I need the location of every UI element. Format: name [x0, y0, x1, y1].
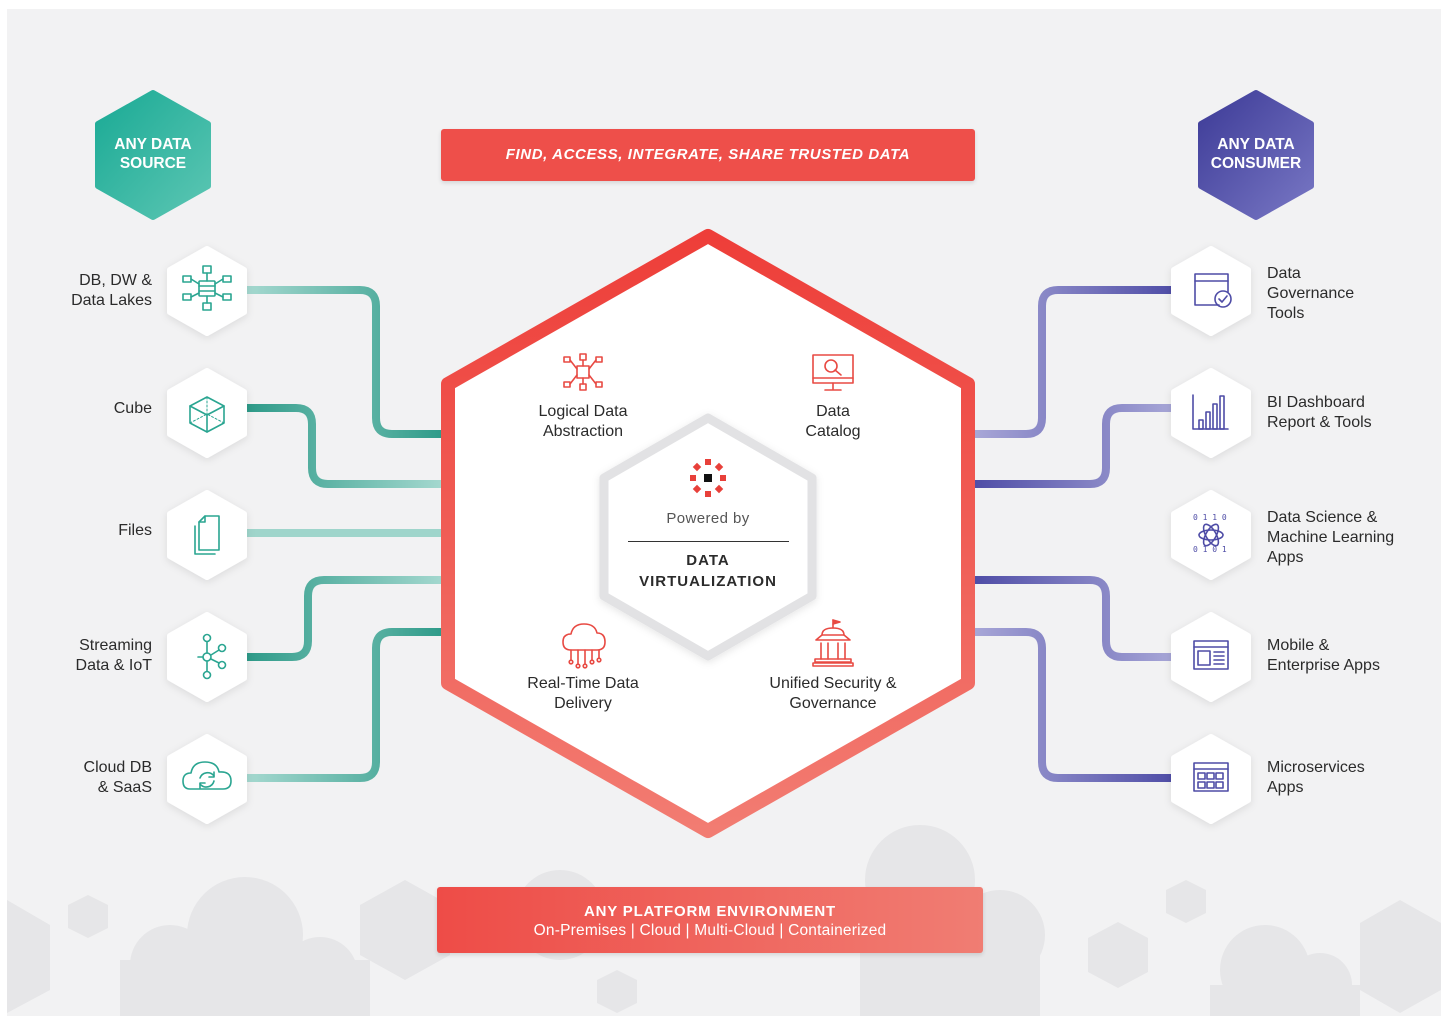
consumer-label-mobile: Mobile & Enterprise Apps [1267, 636, 1437, 676]
feature-label-line: Governance [789, 695, 877, 712]
core-logo-icon [690, 459, 726, 497]
consumer-label-governance: Data Governance Tools [1267, 264, 1437, 324]
any-data-consumer-line1: ANY DATA [1217, 136, 1295, 153]
window-check-icon [1194, 273, 1232, 308]
bottom-banner: ANY PLATFORM ENVIRONMENT On-Premises | C… [437, 887, 983, 953]
consumer-label-line: Report & Tools [1267, 414, 1372, 431]
consumer-label-line: Data [1267, 265, 1301, 282]
feature-data-catalog: Data Catalog [743, 402, 923, 442]
consumer-label-microservices: Microservices Apps [1267, 758, 1437, 798]
any-data-consumer-hexagon [1198, 90, 1314, 220]
feature-logical-data-abstraction: Logical Data Abstraction [493, 402, 673, 442]
core-title-line1: DATA [686, 552, 730, 569]
source-label-line: Files [118, 522, 152, 539]
consumer-icon-hexagons [1171, 246, 1251, 824]
any-data-source-hexagon [95, 90, 211, 220]
consumer-label-line: Governance [1267, 285, 1355, 302]
source-label-line: Cube [113, 400, 152, 417]
feature-label-line: Data [816, 403, 850, 420]
consumer-label-bi: BI Dashboard Report & Tools [1267, 393, 1437, 433]
cube-icon [189, 396, 225, 433]
source-label-line: DB, DW & [79, 272, 152, 289]
source-label-cloud: Cloud DB & SaaS [2, 758, 152, 798]
core-title: DATA VIRTUALIZATION [608, 550, 808, 592]
bottom-banner-subtitle: On-Premises | Cloud | Multi-Cloud | Cont… [533, 922, 887, 939]
svg-text:0 1 1 0: 0 1 1 0 [1193, 513, 1227, 522]
powered-by-text: Powered by [666, 510, 750, 527]
consumer-label-line: Apps [1267, 549, 1304, 566]
consumer-label-line: Mobile & [1267, 637, 1330, 654]
source-label-files: Files [2, 521, 152, 541]
cloud-circuit-icon [562, 623, 606, 669]
feature-label-line: Catalog [805, 423, 861, 440]
feature-label-line: Unified Security & [769, 675, 897, 692]
any-data-consumer-line2: CONSUMER [1210, 155, 1302, 172]
source-label-streaming: Streaming Data & IoT [2, 636, 152, 676]
bar-chart-icon [1192, 394, 1229, 430]
database-network-icon [182, 265, 232, 311]
hierarchy-icon [563, 353, 603, 391]
browser-layout-icon [1193, 640, 1229, 670]
consumer-label-line: Data Science & [1267, 509, 1378, 526]
network-nodes-icon [197, 633, 227, 680]
binary-atom-icon: 0 1 1 0 0 1 0 1 [1193, 513, 1227, 554]
svg-text:0 1 0 1: 0 1 0 1 [1193, 545, 1227, 554]
core-divider [628, 541, 789, 542]
top-banner: FIND, ACCESS, INTEGRATE, SHARE TRUSTED D… [441, 129, 975, 181]
consumer-label-line: Tools [1267, 305, 1305, 322]
source-label-cube: Cube [2, 399, 152, 419]
core-hexagon [599, 413, 817, 661]
any-data-source-title: ANY DATA SOURCE [98, 135, 208, 173]
source-label-line: Data & IoT [75, 657, 152, 674]
cloud-sync-icon [182, 761, 232, 790]
consumer-connectors [972, 286, 1176, 782]
feature-label-line: Real-Time Data [527, 675, 639, 692]
feature-real-time-delivery: Real-Time Data Delivery [493, 674, 673, 714]
feature-label-line: Logical Data [538, 403, 628, 420]
files-icon [194, 515, 220, 555]
source-label-line: Data Lakes [71, 292, 152, 309]
any-data-consumer-title: ANY DATA CONSUMER [1201, 135, 1311, 173]
source-label-line: & SaaS [97, 779, 152, 796]
consumer-label-line: Machine Learning [1267, 529, 1395, 546]
any-data-source-line2: SOURCE [119, 155, 187, 172]
consumer-label-line: Microservices [1267, 759, 1365, 776]
top-banner-text: FIND, ACCESS, INTEGRATE, SHARE TRUSTED D… [505, 146, 911, 163]
feature-label-line: Abstraction [542, 423, 624, 440]
consumer-label-line: Apps [1267, 779, 1304, 796]
source-label-db: DB, DW & Data Lakes [2, 271, 152, 311]
consumer-label-line: Enterprise Apps [1267, 657, 1380, 674]
any-data-source-line1: ANY DATA [114, 136, 192, 153]
core-title-line2: VIRTUALIZATION [639, 573, 777, 590]
source-connectors [246, 286, 445, 782]
source-label-line: Streaming [79, 637, 152, 654]
bottom-banner-title: ANY PLATFORM ENVIRONMENT [584, 903, 836, 920]
feature-label-line: Delivery [554, 695, 612, 712]
government-building-icon [812, 619, 854, 667]
consumer-label-line: BI Dashboard [1267, 394, 1365, 411]
feature-unified-security: Unified Security & Governance [743, 674, 923, 714]
source-label-line: Cloud DB [83, 759, 152, 776]
monitor-search-icon [812, 354, 854, 391]
consumer-label-data-science: Data Science & Machine Learning Apps [1267, 508, 1437, 568]
source-icon-hexagons [167, 246, 247, 824]
browser-grid-icon [1193, 762, 1229, 792]
